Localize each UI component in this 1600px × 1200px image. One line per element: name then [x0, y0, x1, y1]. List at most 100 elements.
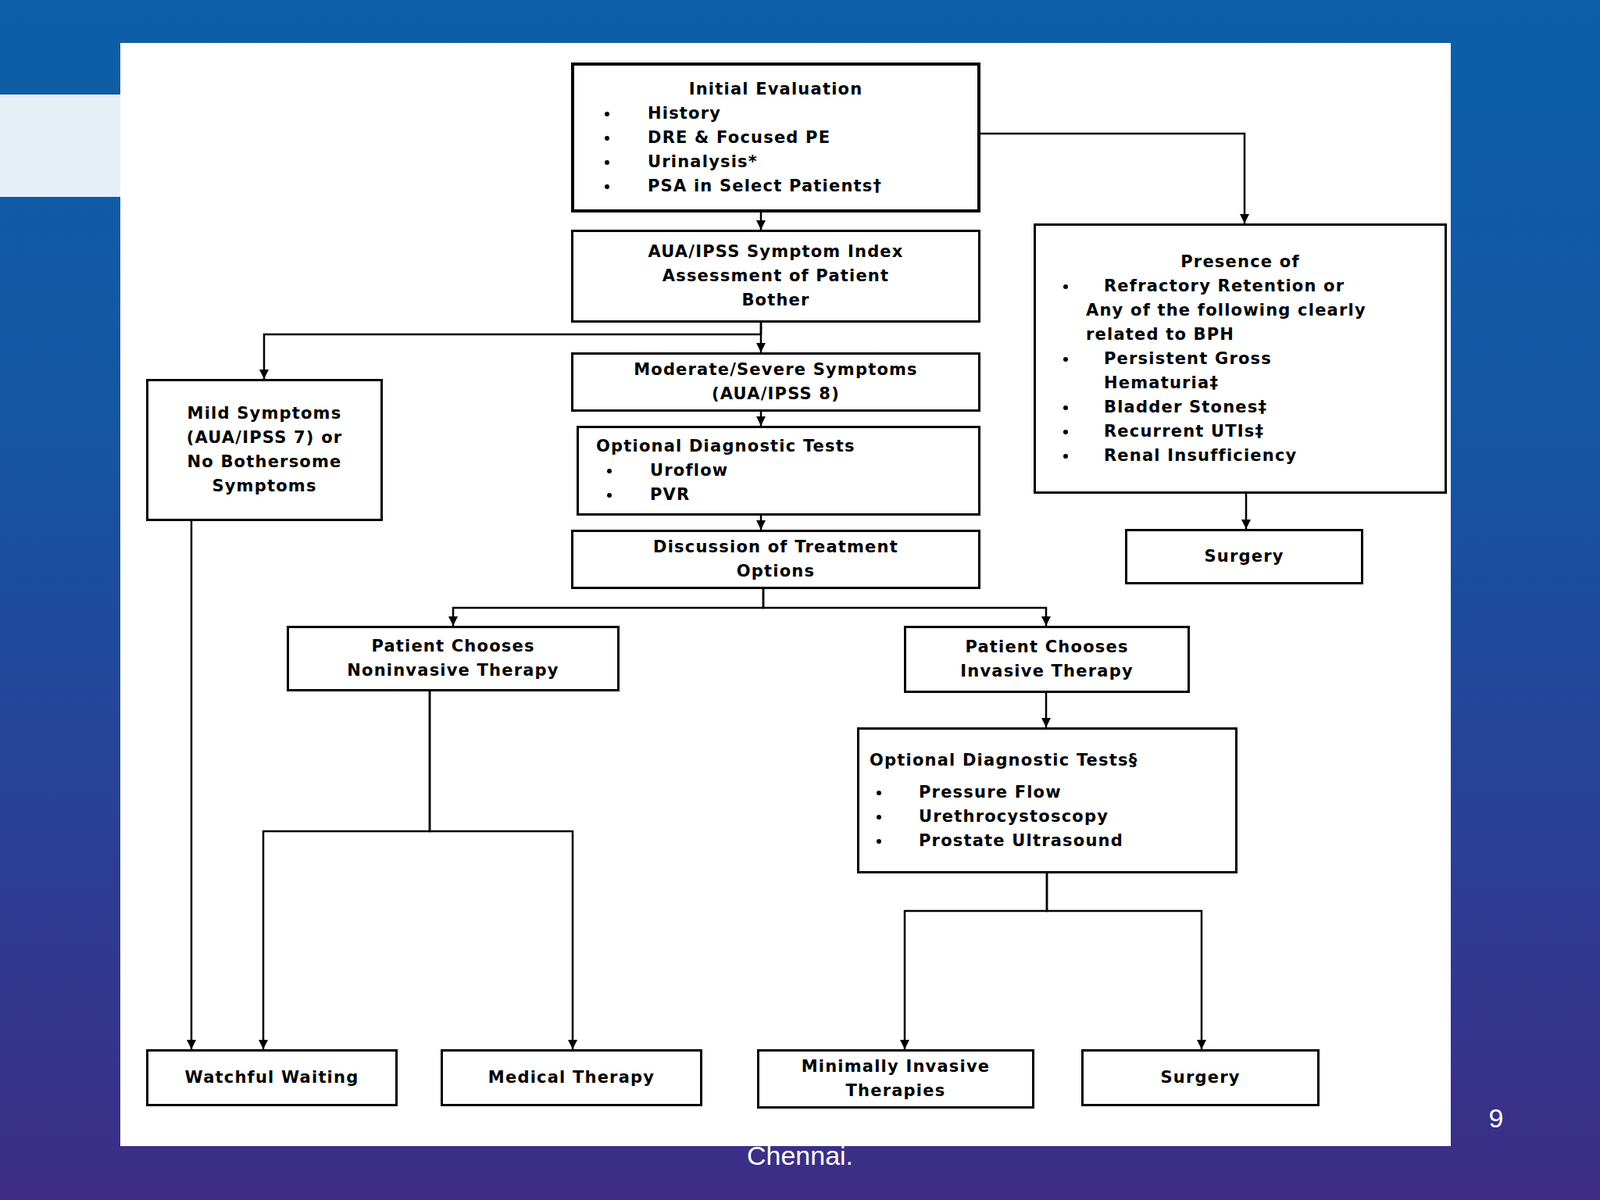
flow-arrow — [760, 515, 763, 530]
box-text: Urethrocystoscopy — [918, 804, 1109, 829]
box-text: Prostate Ultrasound — [918, 828, 1124, 854]
box-text: Mild Symptoms (AUA/IPSS 7) or No Bothers… — [180, 401, 349, 499]
text-row: Surgery — [1127, 544, 1361, 569]
bullet-dot — [607, 468, 612, 474]
process-box: Patient Chooses Invasive Therapy — [903, 625, 1190, 693]
process-box: Discussion of Treatment Options — [571, 529, 981, 590]
bullet-dot — [604, 160, 610, 165]
box-text: DRE & Focused PE — [647, 125, 831, 150]
flow-arrow — [1245, 493, 1248, 529]
box-text: PVR — [650, 482, 690, 508]
text-row: Urethrocystoscopy — [859, 804, 1236, 829]
bullet-dot — [1063, 453, 1068, 459]
process-box: Presence ofRefractory Retention orAny of… — [1033, 223, 1447, 494]
box-text: History — [647, 101, 722, 126]
text-row: Pressure Flow — [859, 780, 1236, 805]
box-text: AUA/IPSS Symptom Index Assessment of Pat… — [627, 239, 925, 313]
bullet-dot — [876, 790, 882, 796]
box-text: Any of the following clearly related to … — [1085, 298, 1368, 347]
box-text: Patient Chooses Noninvasive Therapy — [324, 634, 583, 683]
flow-arrow — [760, 411, 763, 426]
text-row: Optional Diagnostic Tests — [578, 434, 979, 459]
box-text: Moderate/Severe Symptoms (AUA/IPSS 8) — [611, 357, 940, 407]
box-heading: Initial Evaluation — [689, 77, 864, 102]
flow-arrow — [904, 873, 1047, 1050]
text-row: Moderate/Severe Symptoms (AUA/IPSS 8) — [573, 357, 979, 407]
text-row: Recurrent UTIs‡ — [1035, 419, 1445, 444]
process-box: AUA/IPSS Symptom Index Assessment of Pat… — [571, 229, 981, 323]
text-row: AUA/IPSS Symptom Index Assessment of Pat… — [573, 239, 979, 313]
process-box: Mild Symptoms (AUA/IPSS 7) or No Bothers… — [146, 378, 383, 522]
text-row: DRE & Focused PE — [574, 125, 978, 150]
flow-arrow — [763, 589, 1047, 626]
process-box: Surgery — [1125, 528, 1364, 585]
text-row: Optional Diagnostic Tests§ — [859, 748, 1236, 773]
bullet-dot — [1063, 284, 1068, 290]
bullet-dot — [1063, 357, 1068, 362]
text-row: Patient Chooses Invasive Therapy — [906, 635, 1188, 684]
bullet-dot — [876, 839, 882, 844]
text-row: Watchful Waiting — [148, 1065, 396, 1090]
process-box: Medical Therapy — [440, 1049, 703, 1107]
flow-arrow — [980, 133, 1245, 224]
box-text: Medical Therapy — [488, 1065, 655, 1090]
text-row: PSA in Select Patients† — [574, 174, 978, 199]
process-box: Minimally Invasive Therapies — [757, 1049, 1035, 1109]
text-row: Renal Insufficiency — [1035, 443, 1445, 468]
text-row: Initial Evaluation — [574, 77, 978, 102]
box-text: Patient Chooses Invasive Therapy — [929, 635, 1165, 684]
text-row: Prostate Ultrasound — [859, 828, 1236, 854]
text-row: Mild Symptoms (AUA/IPSS 7) or No Bothers… — [148, 401, 381, 499]
process-box: Watchful Waiting — [146, 1049, 398, 1107]
text-row: Bladder Stones‡ — [1035, 395, 1445, 420]
bullet-dot — [876, 814, 882, 820]
box-text: Urinalysis* — [647, 150, 758, 175]
bullet-dot — [604, 184, 610, 190]
bullet-dot — [1063, 429, 1068, 435]
box-heading: Optional Diagnostic Tests§ — [869, 748, 1138, 773]
flow-arrow — [263, 691, 430, 1050]
text-row: Uroflow — [578, 458, 979, 483]
box-text: Persistent Gross Hematuria‡ — [1103, 346, 1323, 396]
text-row: Urinalysis* — [574, 150, 978, 175]
box-heading: Optional Diagnostic Tests — [596, 434, 856, 459]
box-text: Surgery — [1203, 544, 1284, 569]
flow-arrow — [760, 212, 763, 230]
text-row: Persistent Gross Hematuria‡ — [1035, 346, 1445, 396]
page-number: 9 — [1476, 1103, 1516, 1134]
text-row: Medical Therapy — [442, 1065, 700, 1090]
box-text: PSA in Select Patients† — [647, 174, 883, 199]
flow-arrow — [264, 322, 761, 379]
process-box: Initial EvaluationHistoryDRE & Focused P… — [571, 62, 981, 213]
text-row: Discussion of Treatment Options — [573, 535, 979, 584]
text-row: Refractory Retention or — [1035, 274, 1445, 299]
box-text: Discussion of Treatment Options — [619, 535, 933, 584]
process-box: Optional Diagnostic TestsUroflowPVR — [576, 425, 981, 516]
box-text: Refractory Retention or — [1103, 274, 1345, 299]
flow-arrow — [429, 691, 573, 1050]
text-row: Minimally Invasive Therapies — [759, 1054, 1033, 1104]
box-text: Minimally Invasive Therapies — [778, 1054, 1014, 1104]
flow-arrow — [1046, 873, 1202, 1050]
bullet-dot — [604, 111, 610, 117]
box-text: Renal Insufficiency — [1103, 443, 1298, 468]
box-text: Watchful Waiting — [185, 1065, 360, 1090]
box-text: Pressure Flow — [918, 780, 1062, 805]
text-row: Surgery — [1083, 1065, 1318, 1090]
process-box: Optional Diagnostic Tests§ Pressure FlowU… — [857, 727, 1238, 874]
bullet-dot — [607, 492, 612, 498]
process-box: Surgery — [1081, 1049, 1320, 1107]
process-box: Patient Chooses Noninvasive Therapy — [286, 625, 620, 692]
text-row: Patient Chooses Noninvasive Therapy — [289, 634, 618, 683]
bullet-dot — [1063, 405, 1068, 411]
text-row: PVR — [578, 482, 979, 508]
flow-arrow — [453, 589, 764, 626]
flow-arrow — [190, 521, 193, 1050]
process-box: Moderate/Severe Symptoms (AUA/IPSS 8) — [571, 352, 981, 412]
flow-arrow — [1045, 692, 1048, 728]
title-band — [0, 94, 121, 197]
footer-text: Chennai. — [687, 1140, 913, 1172]
box-text: Uroflow — [650, 458, 729, 483]
